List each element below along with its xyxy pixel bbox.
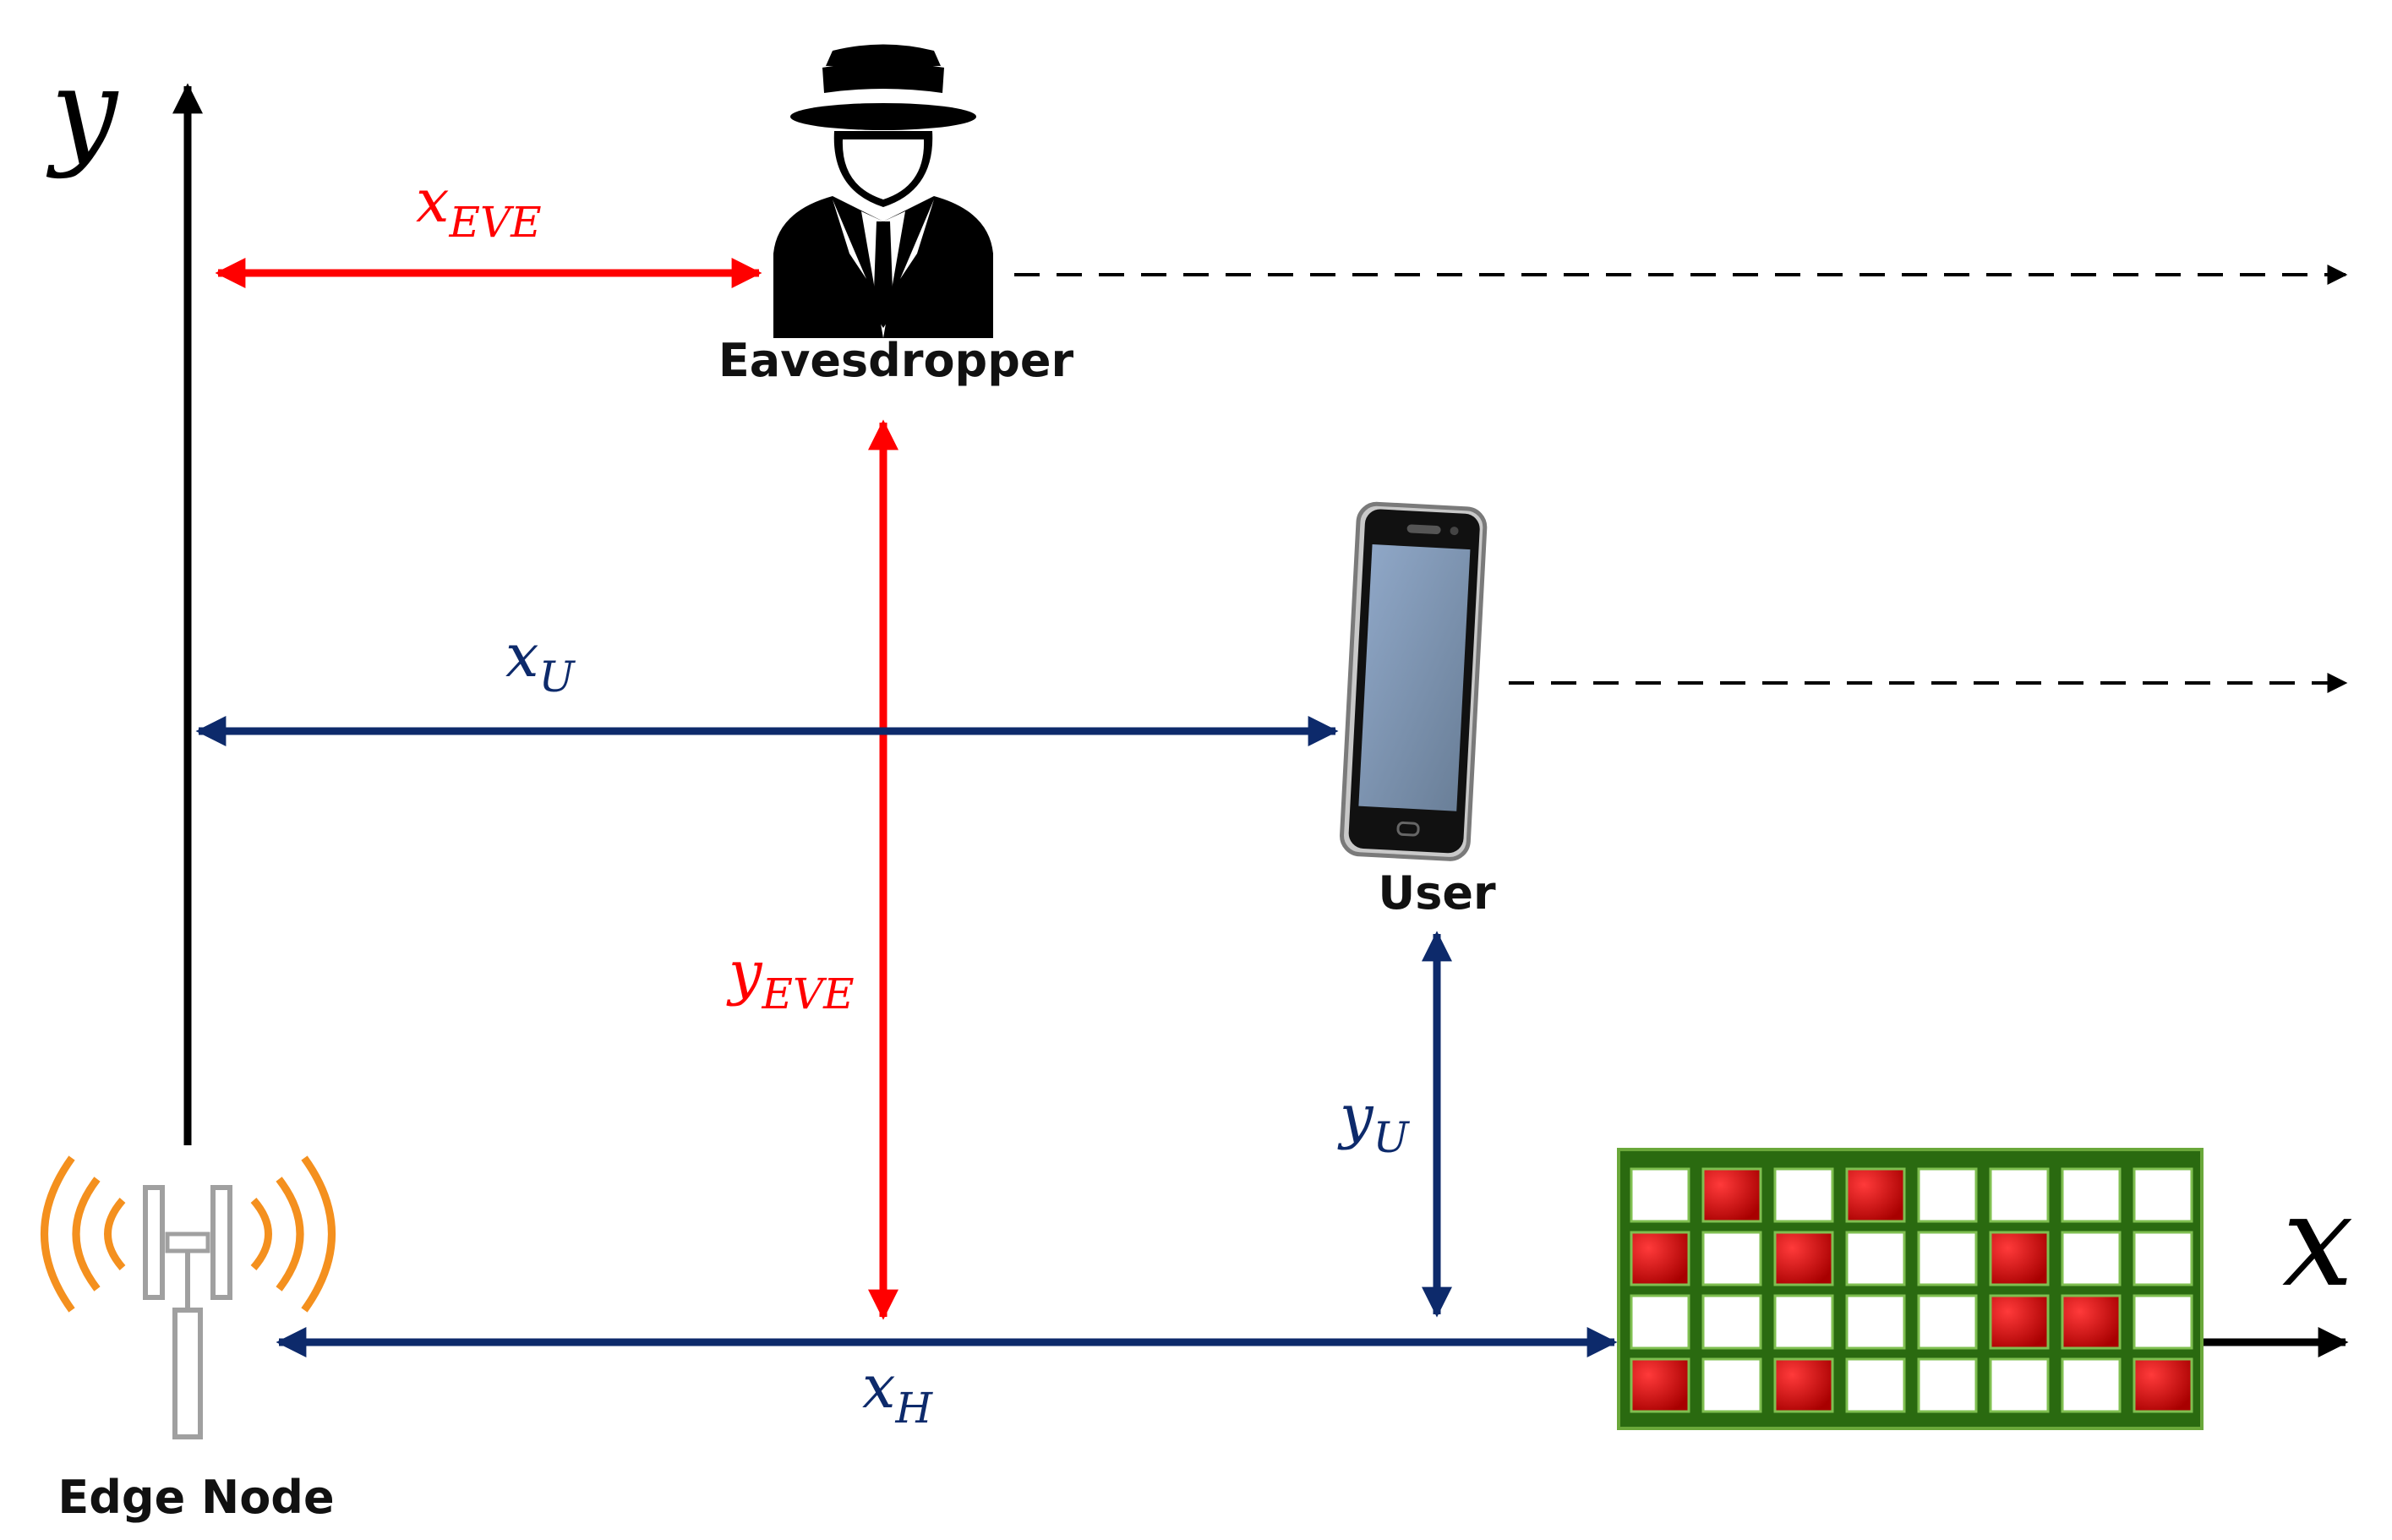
ris-cell-inactive (1845, 1294, 1906, 1350)
x-axis-label: x (2282, 1168, 2354, 1315)
ris-cell-active (1630, 1357, 1690, 1413)
y-eve-label: yEVE (726, 938, 855, 1018)
ris-cell-inactive (1989, 1167, 2050, 1223)
ris-cell-inactive (2061, 1167, 2122, 1223)
ris-cell-inactive (1917, 1167, 1978, 1223)
x-h-label: xH (862, 1352, 933, 1433)
reflecting-surface-grid (1617, 1148, 2204, 1430)
ris-cell-active (1701, 1167, 1762, 1223)
edge-node-label: Edge Node (57, 1471, 334, 1524)
ris-cell-inactive (1917, 1357, 1978, 1413)
y-u-label: yU (1337, 1082, 1411, 1162)
eavesdropper-label: Eavesdropper (718, 334, 1074, 387)
ris-cell-inactive (2133, 1231, 2193, 1286)
spy-icon (773, 44, 993, 338)
ris-cell-inactive (1989, 1357, 2050, 1413)
ris-cell-inactive (1630, 1167, 1690, 1223)
ris-cell-inactive (1845, 1231, 1906, 1286)
user-label: User (1378, 866, 1496, 920)
ris-cell-inactive (1701, 1357, 1762, 1413)
ris-cell-active (1773, 1357, 1834, 1413)
ris-cell-inactive (1917, 1231, 1978, 1286)
ris-cell-inactive (2061, 1357, 2122, 1413)
y-axis-label: y (46, 43, 119, 181)
ris-cell-inactive (2133, 1294, 2193, 1350)
ris-cell-inactive (1630, 1294, 1690, 1350)
cell-tower-icon (41, 1155, 336, 1439)
ris-cell-inactive (2133, 1167, 2193, 1223)
ris-cell-inactive (1917, 1294, 1978, 1350)
ris-cell-active (1773, 1231, 1834, 1286)
ris-cell-inactive (1701, 1294, 1762, 1350)
ris-cell-inactive (1773, 1294, 1834, 1350)
ris-cell-active (2133, 1357, 2193, 1413)
x-u-label: xU (505, 621, 576, 702)
ris-cell-active (2061, 1294, 2122, 1350)
ris-cell-inactive (2061, 1231, 2122, 1286)
ris-cell-inactive (1773, 1167, 1834, 1223)
smartphone-icon (1340, 501, 1488, 861)
ris-cell-inactive (1845, 1357, 1906, 1413)
ris-cell-active (1630, 1231, 1690, 1286)
ris-cell-active (1845, 1167, 1906, 1223)
ris-cell-active (1989, 1294, 2050, 1350)
ris-cell-inactive (1701, 1231, 1762, 1286)
ris-cell-active (1989, 1231, 2050, 1286)
x-eve-label: xEVE (416, 167, 542, 247)
